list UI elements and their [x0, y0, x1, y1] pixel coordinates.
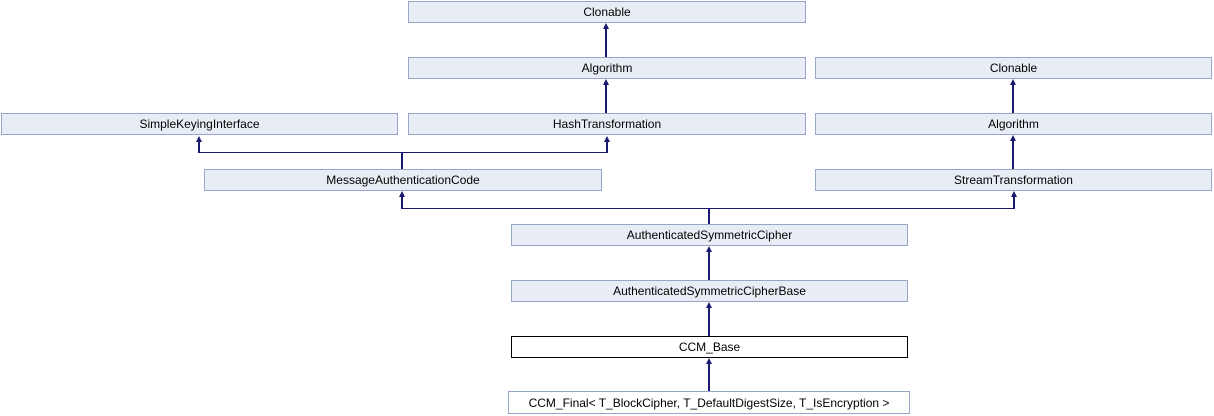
node-stream-transformation[interactable]: StreamTransformation [815, 169, 1212, 191]
node-authenticated-symmetric-cipher-base[interactable]: AuthenticatedSymmetricCipherBase [511, 280, 908, 302]
node-authenticated-symmetric-cipher[interactable]: AuthenticatedSymmetricCipher [511, 224, 908, 246]
arrowhead-up-icon [602, 79, 609, 85]
edge-streamtransformation-to-algorithm-right [1012, 140, 1014, 169]
node-algorithm-left[interactable]: Algorithm [408, 57, 806, 79]
edge-ascbase-to-asc [708, 251, 710, 280]
arrowhead-up-icon [1010, 191, 1017, 197]
edge-asc-to-mac [401, 196, 403, 209]
edge-ccmbase-to-ascbase [708, 307, 710, 336]
edge-ccmfinal-to-ccmbase [708, 363, 710, 391]
edge-asc-stem [708, 208, 710, 224]
node-ccm-base: CCM_Base [511, 336, 908, 358]
edge-asc-to-streamtransformation [1013, 196, 1015, 209]
node-hash-transformation[interactable]: HashTransformation [408, 113, 806, 135]
edge-mac-to-simplekeyinginterface [198, 141, 200, 153]
edge-hashtransformation-to-algorithm [605, 84, 607, 113]
arrowhead-up-icon [705, 358, 712, 364]
arrowhead-up-icon [602, 23, 609, 29]
edge-asc-parent-connector [401, 207, 1015, 209]
node-ccm-final[interactable]: CCM_Final< T_BlockCipher, T_DefaultDiges… [508, 391, 910, 414]
node-simple-keying-interface[interactable]: SimpleKeyingInterface [1, 113, 398, 135]
arrowhead-up-icon [398, 191, 405, 197]
arrowhead-up-icon [705, 246, 712, 252]
edge-mac-parent-connector [198, 151, 608, 153]
arrowhead-up-icon [705, 302, 712, 308]
edge-mac-stem [401, 152, 403, 169]
node-clonable-right[interactable]: Clonable [815, 57, 1212, 79]
arrowhead-up-icon [603, 136, 610, 142]
edge-mac-to-hashtransformation [606, 141, 608, 153]
node-clonable-top[interactable]: Clonable [408, 1, 806, 23]
arrowhead-up-icon [1009, 135, 1016, 141]
arrowhead-up-icon [1009, 79, 1016, 85]
node-message-authentication-code[interactable]: MessageAuthenticationCode [204, 169, 602, 191]
node-algorithm-right[interactable]: Algorithm [815, 113, 1212, 135]
arrowhead-up-icon [195, 136, 202, 142]
edge-algorithm-to-clonable [605, 28, 607, 57]
edge-algorithm-right-to-clonable-right [1012, 84, 1014, 113]
